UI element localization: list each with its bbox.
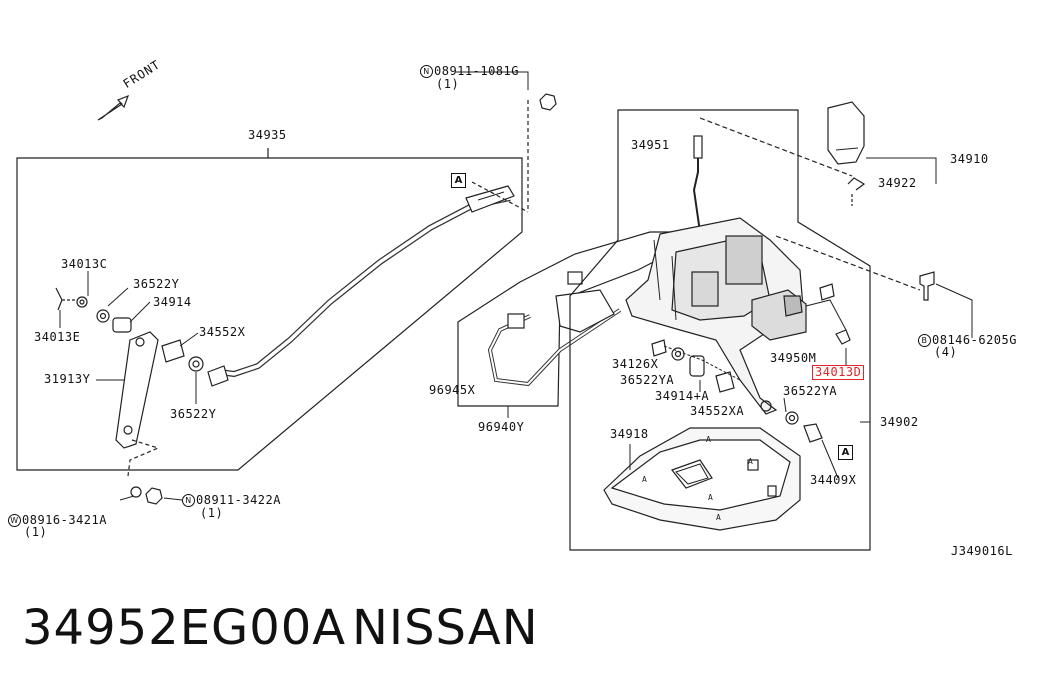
clip-34013E bbox=[55, 287, 63, 311]
mark-a-1: A bbox=[642, 475, 647, 484]
label-34013C: 34013C bbox=[61, 257, 108, 271]
label-96940Y: 96940Y bbox=[478, 420, 525, 434]
label-34914: 34914 bbox=[153, 295, 192, 309]
label-34409X: 34409X bbox=[810, 473, 857, 487]
symbol-n: N bbox=[182, 494, 195, 507]
label-34552X: 34552X bbox=[199, 325, 246, 339]
qty-08911-3422A: (1) bbox=[200, 506, 224, 520]
label-31913Y: 31913Y bbox=[44, 372, 91, 386]
label-34950M: 34950M bbox=[770, 351, 817, 365]
mark-a-3: A bbox=[748, 457, 753, 466]
symbol-w: W bbox=[8, 514, 21, 527]
control-cable bbox=[219, 195, 511, 378]
washer-36522YA-a bbox=[671, 347, 685, 361]
lever-plate bbox=[115, 331, 159, 449]
cable-end-fitting bbox=[207, 365, 229, 387]
label-34013D-highlighted: 34013D bbox=[812, 365, 865, 380]
label-34951: 34951 bbox=[631, 138, 670, 152]
symbol-n: N bbox=[420, 65, 433, 78]
harness-connector bbox=[555, 289, 615, 333]
bushing-34552XA bbox=[715, 371, 735, 393]
reference-marker-a-left: A bbox=[451, 173, 466, 188]
bushing-34914A bbox=[689, 355, 705, 377]
label-34552XA: 34552XA bbox=[690, 404, 745, 418]
qty-08911-1081G: (1) bbox=[436, 77, 460, 91]
label-34935: 34935 bbox=[248, 128, 287, 142]
bushing-34552X bbox=[161, 339, 185, 363]
mark-a-5: A bbox=[706, 435, 711, 444]
mark-a-4: A bbox=[716, 513, 721, 522]
label-36522YA-b: 36522YA bbox=[783, 384, 838, 398]
label-96945X: 96945X bbox=[429, 383, 476, 397]
symbol-b: B bbox=[918, 334, 931, 347]
bushing-34914 bbox=[112, 317, 132, 333]
label-36522Y-b: 36522Y bbox=[170, 407, 217, 421]
qty-08916-3421A: (1) bbox=[24, 525, 48, 539]
knob-clip bbox=[847, 177, 866, 191]
bolt-34409X bbox=[803, 423, 823, 443]
washer-36522Y-b bbox=[188, 356, 204, 372]
washer-36522Y-a bbox=[96, 309, 110, 323]
label-34013E: 34013E bbox=[34, 330, 81, 344]
drawing-code: J349016L bbox=[951, 544, 1013, 558]
part-number: 34952EG00A bbox=[22, 600, 347, 656]
mark-a-2: A bbox=[708, 493, 713, 502]
washer-34013C bbox=[76, 296, 88, 308]
label-34922: 34922 bbox=[878, 176, 917, 190]
label-34918: 34918 bbox=[610, 427, 649, 441]
label-34910: 34910 bbox=[950, 152, 989, 166]
label-36522YA-a: 36522YA bbox=[620, 373, 675, 387]
reference-marker-a-right: A bbox=[838, 445, 853, 460]
label-34126X: 34126X bbox=[612, 357, 659, 371]
cable-assembly-box bbox=[16, 157, 523, 471]
clip-34126X bbox=[651, 339, 667, 357]
screw-34013D bbox=[835, 329, 851, 345]
nut-08911-1081G bbox=[539, 93, 557, 111]
shift-knob bbox=[827, 101, 865, 165]
screw-08146 bbox=[919, 271, 935, 301]
shift-rod-tip bbox=[693, 135, 703, 159]
washer-36522YA-b bbox=[785, 411, 799, 425]
front-arrow-icon bbox=[97, 94, 130, 121]
cable-end-bracket bbox=[465, 185, 515, 213]
nut-08911-3422A bbox=[145, 487, 163, 505]
qty-08146-6205G: (4) bbox=[934, 345, 958, 359]
label-34902: 34902 bbox=[880, 415, 919, 429]
brand-name: NISSAN bbox=[352, 600, 539, 656]
shift-rod bbox=[692, 158, 703, 247]
shifter-assembly-box bbox=[569, 109, 871, 551]
label-36522Y-a: 36522Y bbox=[133, 277, 180, 291]
label-34914A: 34914+A bbox=[655, 389, 710, 403]
